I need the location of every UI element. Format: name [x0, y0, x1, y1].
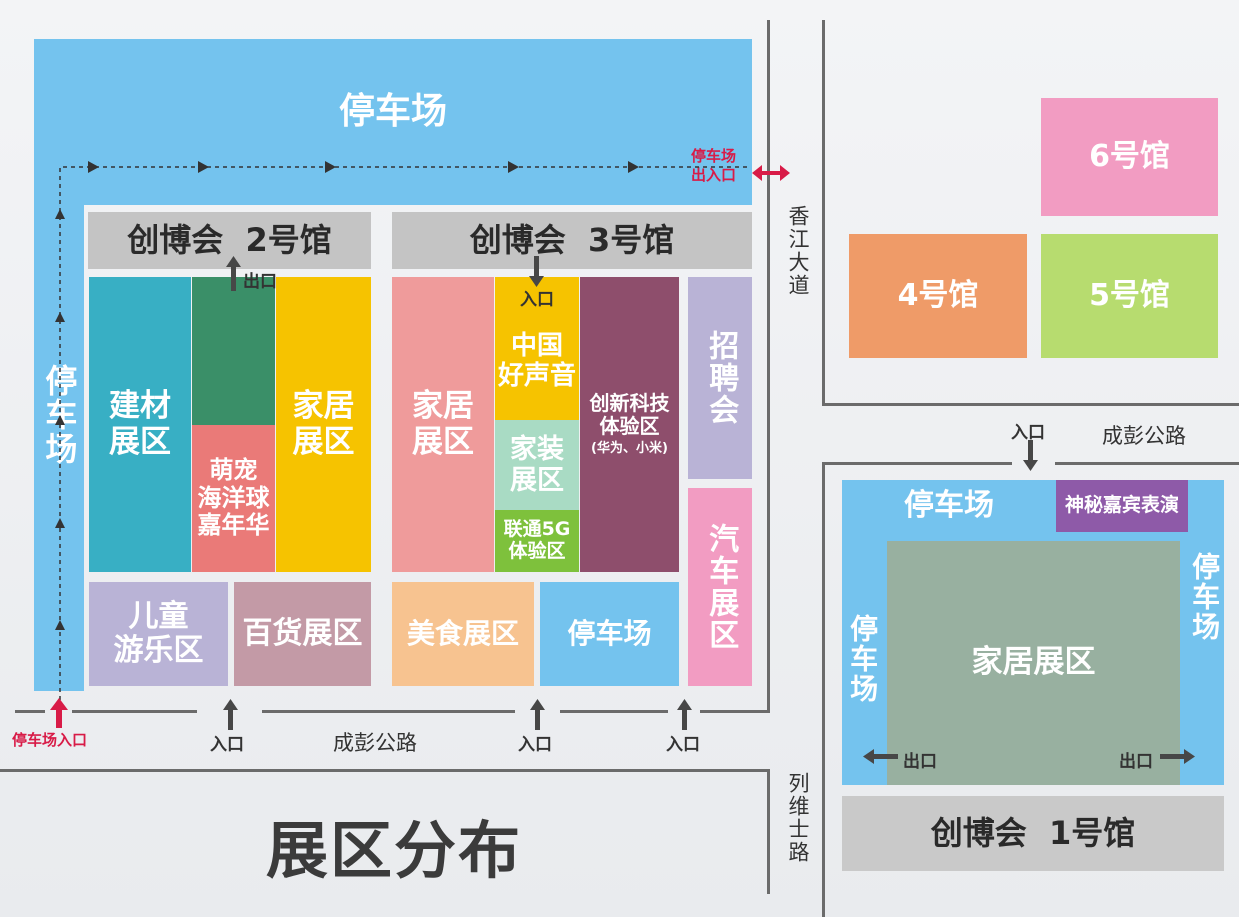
hall2-zone-green [192, 277, 275, 425]
entrance-right-label: 入口 [1011, 423, 1045, 443]
road-liewei-left [767, 769, 770, 894]
parking-entrance-arrow-icon [50, 698, 68, 728]
hall2-zone-kids: 儿童 游乐区 [89, 582, 228, 686]
parking-exit-arrow-icon [752, 165, 790, 181]
hall3-zone-home: 家居 展区 [392, 277, 494, 572]
parking-entrance-label: 停车场入口 [12, 731, 88, 749]
hall1-exit-left-label: 出口 [903, 752, 937, 772]
road-chengpeng-bottom-label: 成彭公路 [333, 731, 417, 755]
map-title: 展区分布 [266, 814, 523, 887]
road-right-mid-edge-b [1055, 462, 1239, 465]
parking-top: 停车场 [34, 39, 752, 205]
entrance-right-arrow-icon [1023, 440, 1038, 471]
hall-6: 6号馆 [1041, 98, 1218, 216]
road-right-mid-edge-a [822, 462, 1012, 465]
road-right-block-left [822, 20, 825, 406]
entrance-3-label: 入口 [666, 735, 700, 755]
hall1-parking-top: 停车场 [904, 487, 994, 523]
road-chengpeng-upper-e [700, 710, 770, 713]
hall3-entrance-label: 入口 [520, 290, 554, 310]
parking-left: 停车场 [34, 39, 84, 691]
hall1-title: 创博会 1号馆 [842, 796, 1224, 871]
hall2-zone-general: 百货展区 [234, 582, 371, 686]
hall3-zone-food: 美食展区 [392, 582, 534, 686]
entrance-3-arrow-icon [677, 699, 692, 730]
hall2-zone-building: 建材 展区 [89, 277, 191, 572]
entrance-1-arrow-icon [223, 699, 238, 730]
hall2-zone-pet: 萌宠 海洋球 嘉年华 [192, 425, 275, 572]
hall3-zone-tech-label: 创新科技 体验区 [589, 391, 670, 439]
entrance-1-label: 入口 [210, 735, 244, 755]
hall-5: 5号馆 [1041, 234, 1218, 358]
road-chengpeng-lower [0, 769, 770, 772]
hall3-zone-tech: 创新科技 体验区 (华为、小米) [580, 277, 679, 572]
road-chengpeng-upper-c [262, 710, 515, 713]
hall3-title: 创博会 3号馆 [392, 212, 752, 269]
entrance-2-arrow-icon [530, 699, 545, 730]
road-chengpeng-upper-b [72, 710, 197, 713]
parking-exit-label: 停车场 出入口 [691, 147, 737, 184]
hall2-exit-label: 出口 [243, 272, 277, 292]
hall1-parking-left: 停车场 [846, 613, 880, 704]
road-chengpeng-upper-a [15, 710, 45, 713]
road-chengpeng-right-label: 成彭公路 [1102, 424, 1186, 448]
hall3-zone-tech-note: (华为、小米) [591, 441, 668, 457]
road-xiangjiang-left-upper [767, 20, 770, 710]
road-right-top-edge [822, 403, 1239, 406]
hall3-zone-auto: 汽车展区 [688, 488, 752, 686]
hall1-exit-right-label: 出口 [1119, 752, 1153, 772]
hall2-zone-home: 家居 展区 [276, 277, 371, 572]
entrance-2-label: 入口 [518, 735, 552, 755]
hall3-zone-parking: 停车场 [540, 582, 679, 686]
road-right-lower-left [822, 462, 825, 917]
hall1-parking-right: 停车场 [1188, 552, 1222, 642]
road-chengpeng-upper-d [560, 710, 668, 713]
hall3-zone-jobs: 招聘会 [688, 277, 752, 479]
hall3-zone-decor: 家装 展区 [495, 420, 579, 510]
hall-4: 4号馆 [849, 234, 1027, 358]
hall1-zone-home: 家居展区 [887, 541, 1180, 785]
hall2-title: 创博会 2号馆 [88, 212, 371, 269]
hall3-zone-5g: 联通5G 体验区 [495, 510, 579, 572]
road-xiangjiang-label: 香江大道 [786, 205, 810, 297]
hall1-special-show: 神秘嘉宾表演 [1056, 480, 1188, 532]
road-liewei-label: 列维士路 [786, 772, 810, 864]
